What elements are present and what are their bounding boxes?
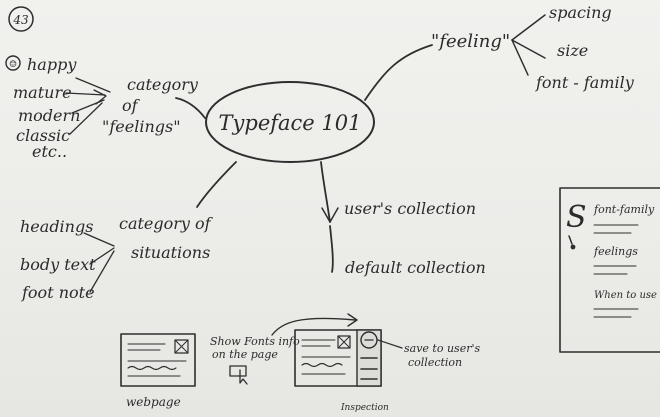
webpage-sketch-frame: [120, 333, 196, 387]
smiley-glyph: ☺: [9, 60, 17, 70]
feeling-item-font-family: font - family: [535, 73, 635, 92]
feelings-category-line2: of: [122, 96, 141, 115]
situations-item-headings: headings: [20, 217, 93, 236]
save-pointer-line: [377, 339, 403, 349]
page-number: 43: [12, 13, 29, 27]
panel-item-font-family: font-family: [593, 203, 655, 216]
cursor-box-icon: [229, 365, 247, 377]
inspection-sketch-wave: [301, 362, 343, 368]
feeling-item-size: size: [557, 41, 588, 60]
feelings-connector-1: [75, 77, 111, 93]
feelings-arrowhead: [93, 89, 107, 105]
panel-item-feelings: feelings: [593, 245, 638, 258]
feelings-item-modern: modern: [18, 106, 80, 125]
branch-situations-category: [196, 161, 237, 208]
user-collection-arrowhead: [321, 207, 339, 223]
cursor-icon: [239, 369, 248, 385]
webpage-sketch-wave: [127, 365, 177, 371]
show-fonts-caption-line1: Show Fonts info: [210, 335, 300, 348]
feelings-item-classic: classic: [16, 126, 70, 145]
inspection-save-icon: [360, 331, 378, 349]
webpage-sketch-image-cross: [174, 339, 189, 354]
situations-connector-1: [83, 232, 115, 247]
flow-arrow-to-inspection: [271, 317, 356, 336]
feeling-connector-font-family: [511, 39, 529, 76]
branch-feelings-category: [175, 97, 206, 119]
panel-sketch-frame: [559, 187, 660, 353]
feelings-connector-4: [69, 102, 103, 135]
feelings-item-etc: etc..: [32, 142, 67, 161]
situations-connector-2: [89, 247, 115, 265]
feeling-connector-size: [511, 39, 546, 59]
branch-user-collection: [320, 161, 331, 223]
inspection-label: Inspection: [340, 403, 389, 413]
feelings-connector-2: [65, 92, 106, 96]
center-node-title: Typeface 101: [219, 111, 362, 135]
user-collection-label: user's collection: [344, 199, 476, 218]
save-caption-line1: save to user's: [404, 342, 480, 355]
situations-item-body-text: body text: [20, 255, 96, 274]
save-caption-line2: collection: [408, 356, 462, 369]
feeling-item-spacing: spacing: [549, 3, 612, 22]
situations-item-foot-note: foot note: [21, 283, 95, 302]
situations-category-line1: category of: [119, 214, 214, 233]
feelings-item-mature: mature: [13, 83, 72, 102]
situations-connector-3: [89, 250, 115, 293]
feelings-category-line3: "feelings": [102, 117, 181, 136]
panel-sketch-pin-line: [568, 235, 573, 245]
feelings-item-happy: happy: [27, 55, 77, 74]
feelings-category-line1: category: [127, 75, 199, 94]
smiley-icon: [5, 55, 21, 71]
situations-category-line2: situations: [131, 243, 210, 262]
inspection-sketch-image: [337, 335, 351, 349]
branch-feeling: [364, 44, 433, 101]
branch-default-collection: [329, 225, 334, 273]
panel-item-when-to-use: When to use: [594, 290, 657, 301]
inspection-sketch-image-cross: [337, 335, 351, 349]
show-fonts-caption-line2: on the page: [212, 348, 278, 361]
page-number-circle: [8, 6, 34, 32]
flow-arrowhead: [347, 313, 358, 327]
default-collection-label: default collection: [345, 258, 486, 277]
feeling-title: "feeling": [431, 31, 510, 52]
webpage-label: webpage: [126, 395, 181, 409]
feeling-connector-spacing: [511, 14, 546, 41]
webpage-sketch-image: [174, 339, 189, 354]
center-node-ellipse: [205, 81, 375, 163]
panel-sketch-letter: S: [566, 200, 587, 235]
panel-sketch-pin: [570, 244, 576, 250]
